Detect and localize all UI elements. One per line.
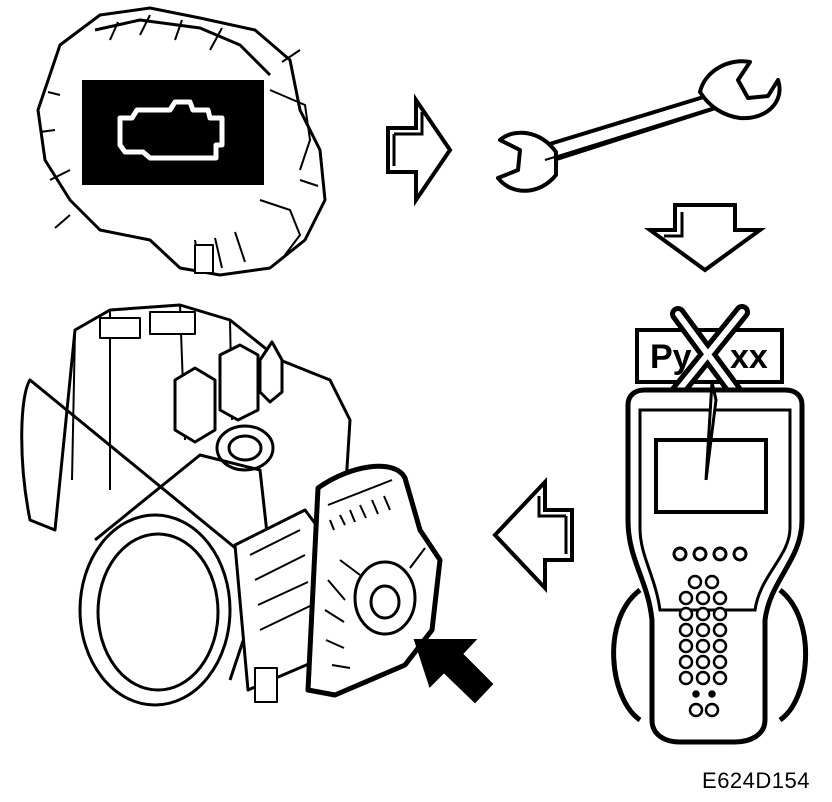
dtc-suffix: xx: [730, 338, 768, 376]
arrow-down: [643, 203, 767, 273]
dtc-prefix: Py: [650, 338, 692, 376]
scan-tool-icon: [611, 381, 809, 745]
figure-code: E624D154: [702, 768, 810, 793]
dtc-box: Py xx: [635, 328, 784, 384]
cross-mark-icon: [666, 304, 750, 406]
arrow-right-1: [386, 93, 453, 207]
engine-warning-lamp: [82, 80, 264, 185]
wrench-icon: [496, 59, 782, 193]
arrow-left: [492, 476, 574, 594]
pointer-arrow: [413, 639, 494, 704]
throttle-body-icon: [20, 303, 443, 707]
function-buttons: [672, 546, 748, 562]
keypad: [678, 574, 728, 718]
check-engine-icon: [117, 99, 225, 161]
